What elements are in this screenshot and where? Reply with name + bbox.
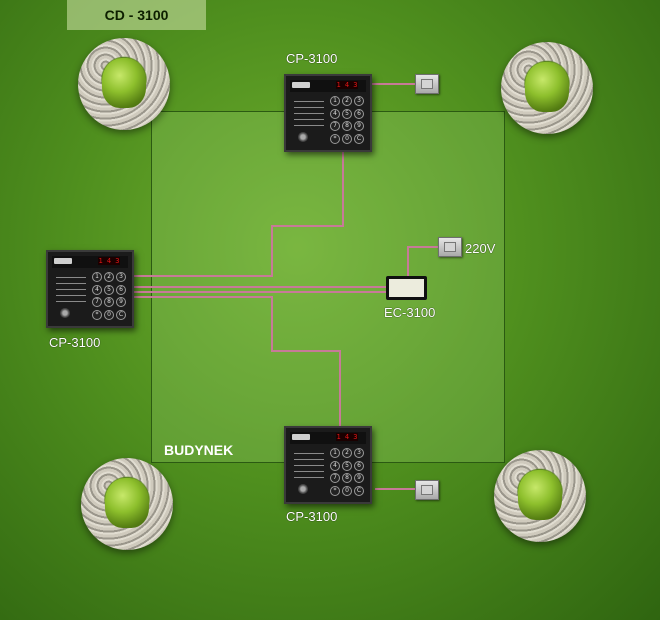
- wall-switch-icon: [415, 480, 439, 500]
- building-label: BUDYNEK: [164, 442, 234, 458]
- wall-switch-icon: [438, 237, 462, 257]
- tree-icon: [81, 458, 173, 550]
- diagram-title: CD - 3100: [67, 0, 206, 30]
- power-label: 220V: [465, 241, 496, 256]
- panel-left-label: CP-3100: [49, 335, 101, 350]
- tree-icon: [501, 42, 593, 134]
- ec-controller-label: EC-3100: [384, 305, 436, 320]
- wire-left-to-bottom: [134, 296, 341, 428]
- wire-top-to-left: [134, 140, 344, 277]
- ec-controller: [386, 276, 427, 300]
- tree-icon: [78, 38, 170, 130]
- wire-ec-power: [407, 246, 438, 276]
- tree-icon: [494, 450, 586, 542]
- panel-top-label: CP-3100: [286, 51, 338, 66]
- wall-switch-icon: [415, 74, 439, 94]
- panel-bottom-label: CP-3100: [286, 509, 338, 524]
